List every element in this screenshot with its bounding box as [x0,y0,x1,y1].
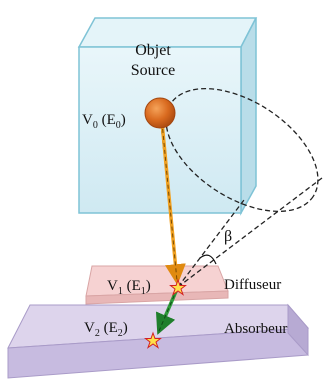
absorber-slab [7,303,310,379]
beta-angle-arc [199,254,217,265]
scatter-point-star-icon [169,278,187,296]
source-box-front-face [78,46,242,214]
absorber-name-label: Absorbeur [224,321,287,337]
source-box-right-face [240,17,257,216]
incident-trajectory [160,121,186,286]
scattered-trajectory [155,288,179,335]
absorber-right-face [287,303,309,357]
source-particle-label: V0 (E0) [82,112,126,131]
source-particle [144,97,176,129]
cone-axis [177,199,245,288]
cone-edge-upper [177,177,323,288]
absorber-particle-label: V2 (E2) [84,320,128,339]
scatterer-name-label: Diffuseur [224,277,281,293]
source-title-line1: Objet [135,42,171,59]
source-box [77,17,258,216]
beta-angle-label: β [224,228,232,245]
source-title-line2: Source [131,62,175,79]
scatterer-particle-label: V1 (E1) [107,278,151,297]
absorption-point-star-icon [144,331,162,349]
